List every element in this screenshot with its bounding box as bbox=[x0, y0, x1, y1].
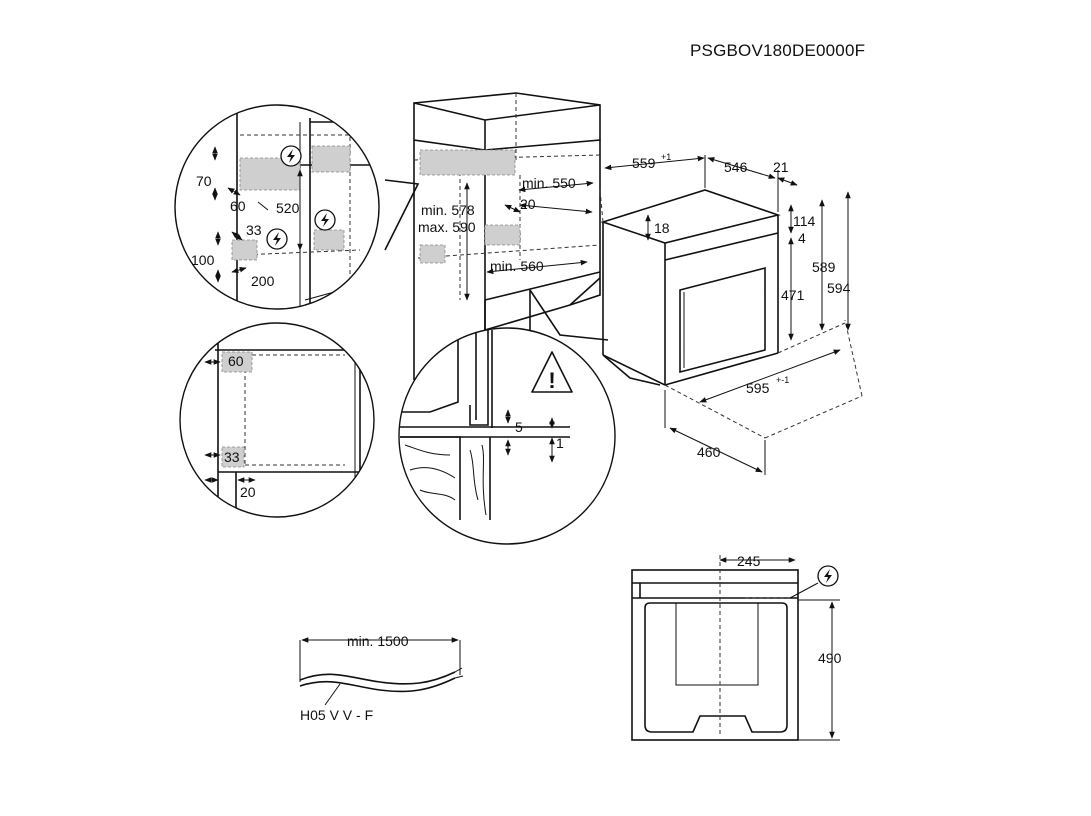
dim-label: 100 bbox=[191, 252, 215, 268]
dim-label: 589 bbox=[812, 259, 836, 275]
dim-label: 5 bbox=[515, 419, 523, 435]
dim-tolerance: +1 bbox=[661, 152, 671, 162]
dim-label: 490 bbox=[818, 650, 842, 666]
detail-circle-warning: ! 5 1 bbox=[398, 327, 616, 545]
dim-label: 33 bbox=[224, 449, 240, 465]
cabinet-niche: min. 550 min. 578 max. 590 20 min. 560 bbox=[413, 92, 609, 380]
dim-tolerance: +-1 bbox=[776, 375, 789, 385]
electric-connection-icon bbox=[266, 228, 288, 250]
dim-label: 60 bbox=[228, 353, 244, 369]
dim-label: min. 560 bbox=[490, 258, 544, 274]
warning-triangle-icon bbox=[531, 351, 573, 393]
product-code: PSGBOV180DE0000F bbox=[690, 41, 866, 60]
dim-label: 1 bbox=[556, 435, 564, 451]
dim-label: min. 550 bbox=[522, 175, 576, 191]
dim-label: 460 bbox=[697, 444, 721, 460]
dim-label: 60 bbox=[230, 198, 246, 214]
electric-connection-icon bbox=[314, 209, 336, 231]
detail-circle-middle: 60 33 20 bbox=[179, 322, 375, 518]
electric-connection-icon bbox=[280, 145, 302, 167]
oven-front-view: 245 490 bbox=[631, 553, 842, 741]
dim-label: 21 bbox=[773, 159, 789, 175]
dim-label: 520 bbox=[276, 200, 300, 216]
dim-label: 18 bbox=[654, 220, 670, 236]
detail-circle-top: 70 60 520 33 100 200 bbox=[174, 104, 420, 310]
dim-label: 20 bbox=[240, 484, 256, 500]
power-cable: min. 1500 H05 V V - F bbox=[299, 633, 464, 723]
dim-label: 245 bbox=[737, 553, 761, 569]
cable-type-label: H05 V V - F bbox=[300, 707, 373, 723]
dim-label: 70 bbox=[196, 173, 212, 189]
cable-length-label: min. 1500 bbox=[347, 633, 409, 649]
dim-label: min. 578 bbox=[421, 202, 475, 218]
dim-label: 114 bbox=[793, 213, 816, 229]
dim-label: 559 bbox=[632, 155, 656, 171]
dim-label: 594 bbox=[827, 280, 851, 296]
dim-label: 471 bbox=[781, 287, 805, 303]
dim-label: max. 590 bbox=[418, 219, 476, 235]
dim-label: 4 bbox=[798, 230, 806, 246]
warning-mark: ! bbox=[548, 368, 555, 393]
dim-label: 200 bbox=[251, 273, 275, 289]
dim-label: 33 bbox=[246, 222, 262, 238]
dim-label: 20 bbox=[520, 196, 536, 212]
dim-label: 595 bbox=[746, 380, 770, 396]
oven-unit: 559 +1 546 21 114 18 4 471 589 594 595 +… bbox=[599, 152, 863, 475]
electric-connection-icon bbox=[817, 565, 839, 587]
dim-label: 546 bbox=[724, 159, 748, 175]
